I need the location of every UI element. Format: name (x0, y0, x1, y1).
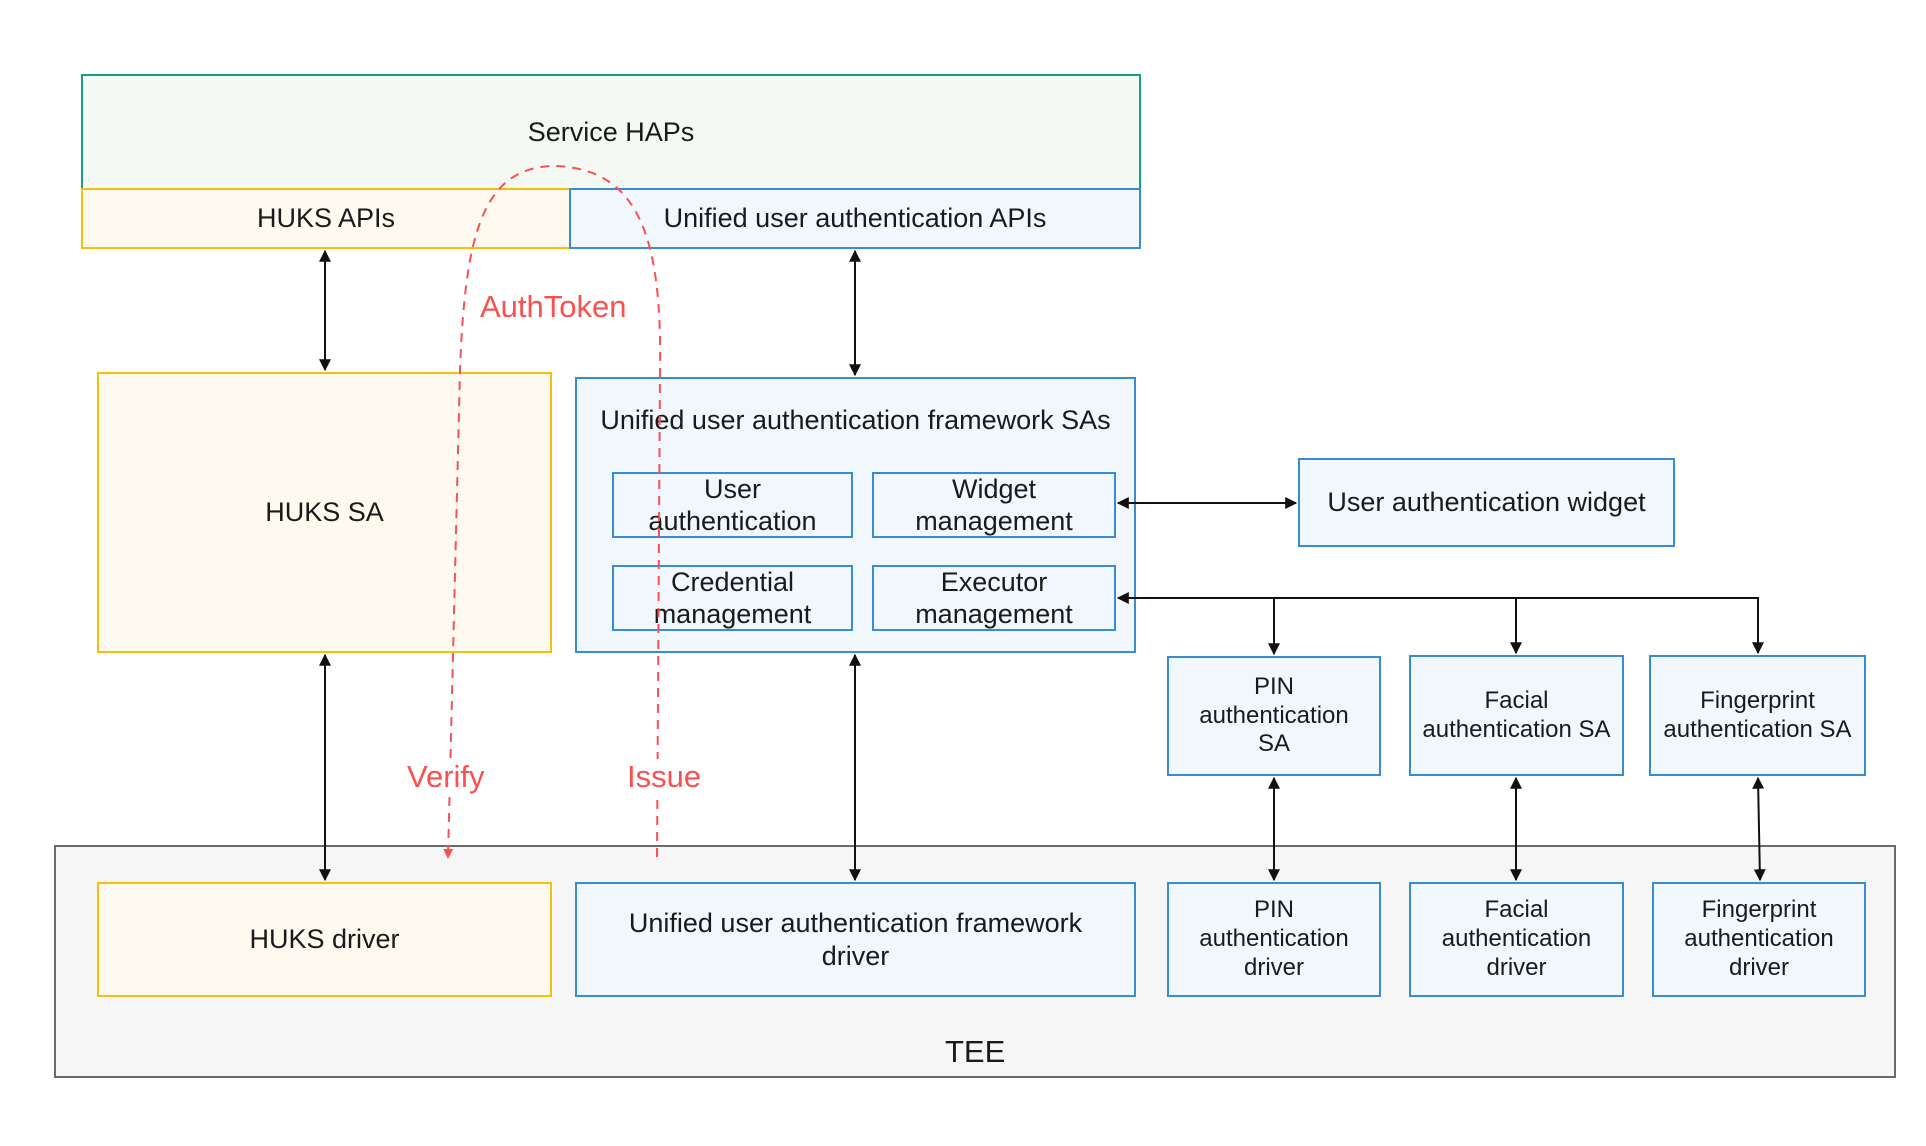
fingerprint-sa-to-driver-arrow (1752, 776, 1766, 882)
user-authentication-module: User authentication (612, 472, 853, 538)
pin-auth-sa-box: PIN authentication SA (1167, 656, 1381, 776)
executor-management-label: Executor management (915, 566, 1073, 629)
credential-management-label: Credential management (653, 566, 812, 629)
pin-auth-driver-label: PIN authentication driver (1199, 896, 1349, 981)
facial-auth-sa-label: Facial authentication SA (1422, 686, 1611, 743)
facial-auth-driver-label: Facial authentication driver (1441, 896, 1592, 981)
fingerprint-auth-driver-box: Fingerprint authentication driver (1652, 882, 1866, 997)
facial-auth-driver-box: Facial authentication driver (1409, 882, 1624, 997)
executor-management-module: Executor management (872, 565, 1116, 631)
fingerprint-auth-sa-label: Fingerprint authentication SA (1663, 686, 1852, 743)
authtoken-flow-path (443, 164, 662, 859)
huks-driver-box: HUKS driver (97, 882, 552, 997)
unified-apis-label: Unified user authentication APIs (663, 203, 1047, 234)
widget-management-label: Widget management (915, 473, 1073, 536)
fingerprint-auth-driver-label: Fingerprint authentication driver (1684, 896, 1834, 981)
authtoken-label: AuthToken (480, 289, 627, 324)
huks-sa-box: HUKS SA (97, 372, 552, 653)
facial-auth-sa-box: Facial authentication SA (1409, 655, 1624, 776)
user-authentication-label: User authentication (648, 473, 817, 536)
huks-sa-label: HUKS SA (265, 497, 384, 528)
pin-auth-sa-label: PIN authentication SA (1199, 672, 1349, 758)
service-haps-label: Service HAPs (527, 117, 695, 147)
framework-driver-box: Unified user authentication framework dr… (575, 882, 1136, 997)
unified-apis-box: Unified user authentication APIs (569, 188, 1141, 249)
widget-management-module: Widget management (872, 472, 1116, 538)
huks-apis-box: HUKS APIs (81, 188, 571, 249)
service-haps-box: Service HAPs (81, 74, 1141, 190)
framework-driver-label: Unified user authentication framework dr… (628, 908, 1083, 971)
framework-sas-title: Unified user authentication framework SA… (600, 405, 1111, 435)
tee-label: TEE (945, 1034, 1006, 1069)
issue-label: Issue (627, 759, 702, 795)
pin-auth-driver-box: PIN authentication driver (1167, 882, 1381, 997)
huks-apis-label: HUKS APIs (256, 203, 396, 234)
user-auth-widget-label: User authentication widget (1327, 487, 1646, 518)
huks-driver-label: HUKS driver (249, 924, 400, 955)
user-auth-widget-box: User authentication widget (1298, 458, 1675, 547)
verify-label: Verify (407, 759, 485, 795)
credential-management-module: Credential management (612, 565, 853, 631)
fingerprint-auth-sa-box: Fingerprint authentication SA (1649, 655, 1866, 776)
